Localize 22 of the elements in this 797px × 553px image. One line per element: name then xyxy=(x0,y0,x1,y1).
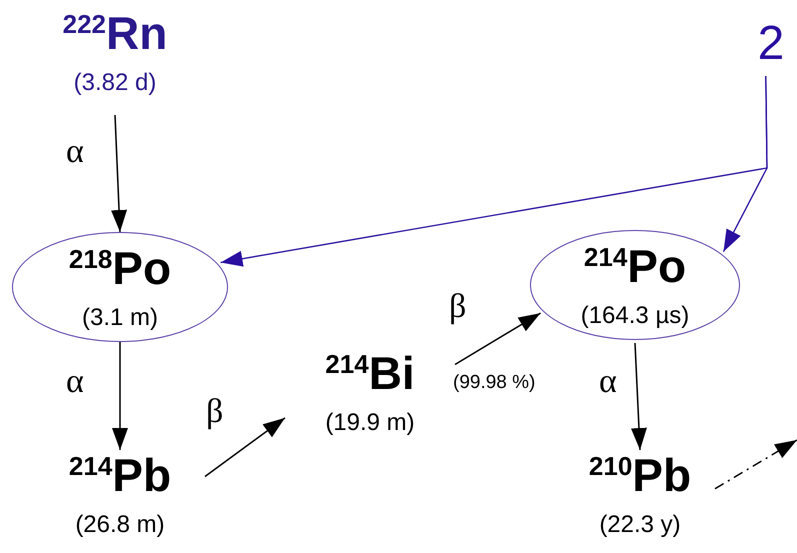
half-life: (19.9 m) xyxy=(325,409,415,437)
decay-arrow xyxy=(204,417,286,478)
nuclide-symbol: $^{210}$Pb xyxy=(588,450,692,503)
nuclide-ellipse xyxy=(12,232,228,342)
nuclide-symbol: $^{214}$Bi xyxy=(325,348,415,401)
callout-number: 2 xyxy=(758,18,784,70)
nuclide-symbol: $^{214}$Po xyxy=(584,240,686,294)
branching-ratio: (99.98 %) xyxy=(453,372,536,394)
nuclide-symbol: $^{222}$Rn xyxy=(62,8,168,61)
nuclide-symbol: $^{218}$Po xyxy=(68,242,172,296)
half-life: (164.3 µs) xyxy=(580,302,690,330)
decay-arrow xyxy=(454,312,541,366)
half-life: (26.8 m) xyxy=(75,511,165,539)
nuclide-symbol: $^{214}$Pb xyxy=(68,450,172,503)
dashed-arrow xyxy=(714,439,797,490)
decay-arrow xyxy=(111,114,128,232)
decay-arrow xyxy=(112,342,128,450)
half-life: (3.82 d) xyxy=(74,69,156,97)
nuclide-ellipse xyxy=(530,230,740,340)
leader-arrow xyxy=(722,76,768,252)
half-life: (3.1 m) xyxy=(82,304,158,332)
half-life: (22.3 y) xyxy=(599,511,681,539)
